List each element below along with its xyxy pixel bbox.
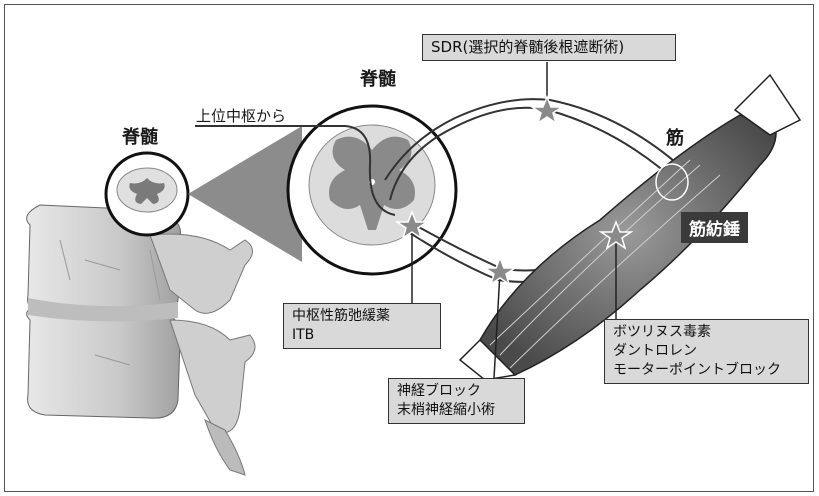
muscle-label: 筋 bbox=[666, 128, 684, 149]
star-nerve-block bbox=[482, 255, 518, 286]
intervention-stars bbox=[394, 94, 634, 286]
muscle-body bbox=[458, 73, 802, 381]
nerve-block-line-2: 末梢神経縮小術 bbox=[397, 402, 495, 418]
botulinum-line-2: ダントロレン bbox=[613, 343, 697, 359]
central-relaxant-box: 中枢性筋弛緩薬 ITB bbox=[283, 303, 441, 349]
star-central bbox=[394, 209, 430, 240]
sdr-box-text: SDR(選択的脊髄後根遮断術) bbox=[431, 38, 625, 56]
nerve-block-line-1: 神経ブロック bbox=[397, 383, 481, 399]
central-relaxant-line-1: 中枢性筋弛緩薬 bbox=[292, 308, 390, 324]
from-upper-center-label: 上位中枢から bbox=[196, 107, 287, 125]
botulinum-line-1: ボツリヌス毒素 bbox=[613, 324, 711, 340]
spine-vertebrae bbox=[26, 204, 256, 476]
spinal-cord-small-section bbox=[104, 151, 190, 237]
central-relaxant-line-2: ITB bbox=[292, 327, 315, 343]
spinal-cord-label-left: 脊髄 bbox=[122, 127, 158, 148]
botulinum-line-3: モーターポイントブロック bbox=[613, 362, 781, 378]
magnification-cone bbox=[188, 126, 302, 262]
spinal-cord-label-center: 脊髄 bbox=[360, 69, 396, 90]
star-sdr bbox=[529, 94, 565, 125]
star-muscle bbox=[598, 219, 634, 250]
sdr-box: SDR(選択的脊髄後根遮断術) bbox=[422, 34, 676, 61]
nerve-block-box: 神経ブロック 末梢神経縮小術 bbox=[388, 378, 525, 424]
muscle-spindle-label: 筋紡錘 bbox=[681, 212, 748, 243]
botulinum-box: ボツリヌス毒素 ダントロレン モーターポイントブロック bbox=[604, 319, 809, 384]
